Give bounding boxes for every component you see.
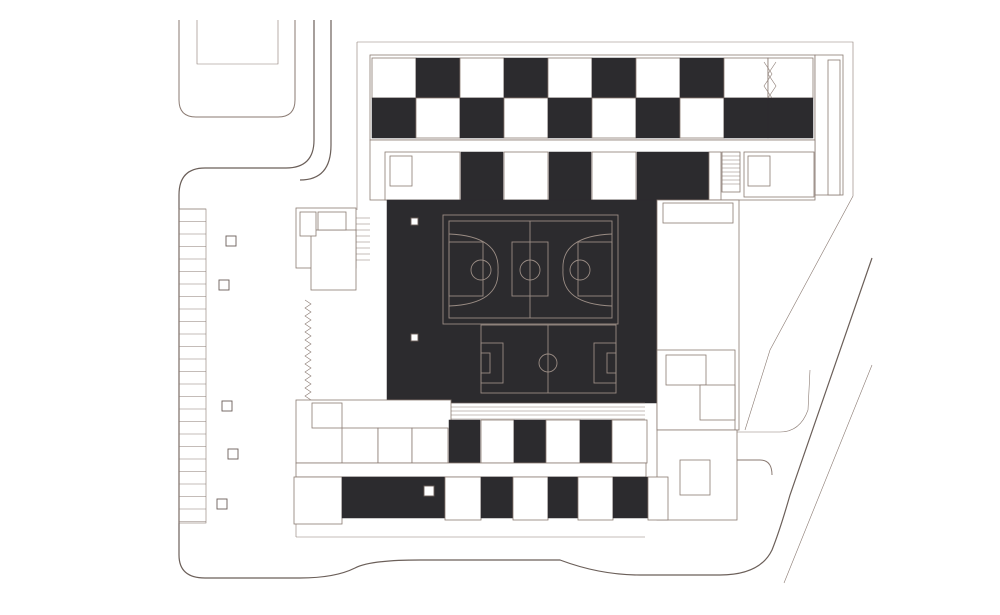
east-wing: [656, 199, 740, 521]
basketball-court: [442, 214, 619, 325]
site-boundary: [295, 41, 854, 538]
football-pitch: [480, 324, 617, 394]
south-wing: [293, 399, 669, 525]
north-wing: [369, 54, 844, 196]
parking-bays: [178, 208, 207, 524]
west-annex: [295, 207, 370, 291]
sports-area: [386, 199, 658, 404]
north-secondary-row: [369, 139, 816, 201]
bleachers: [449, 402, 645, 420]
upper-field: [178, 20, 296, 118]
site-markers: [216, 235, 239, 510]
